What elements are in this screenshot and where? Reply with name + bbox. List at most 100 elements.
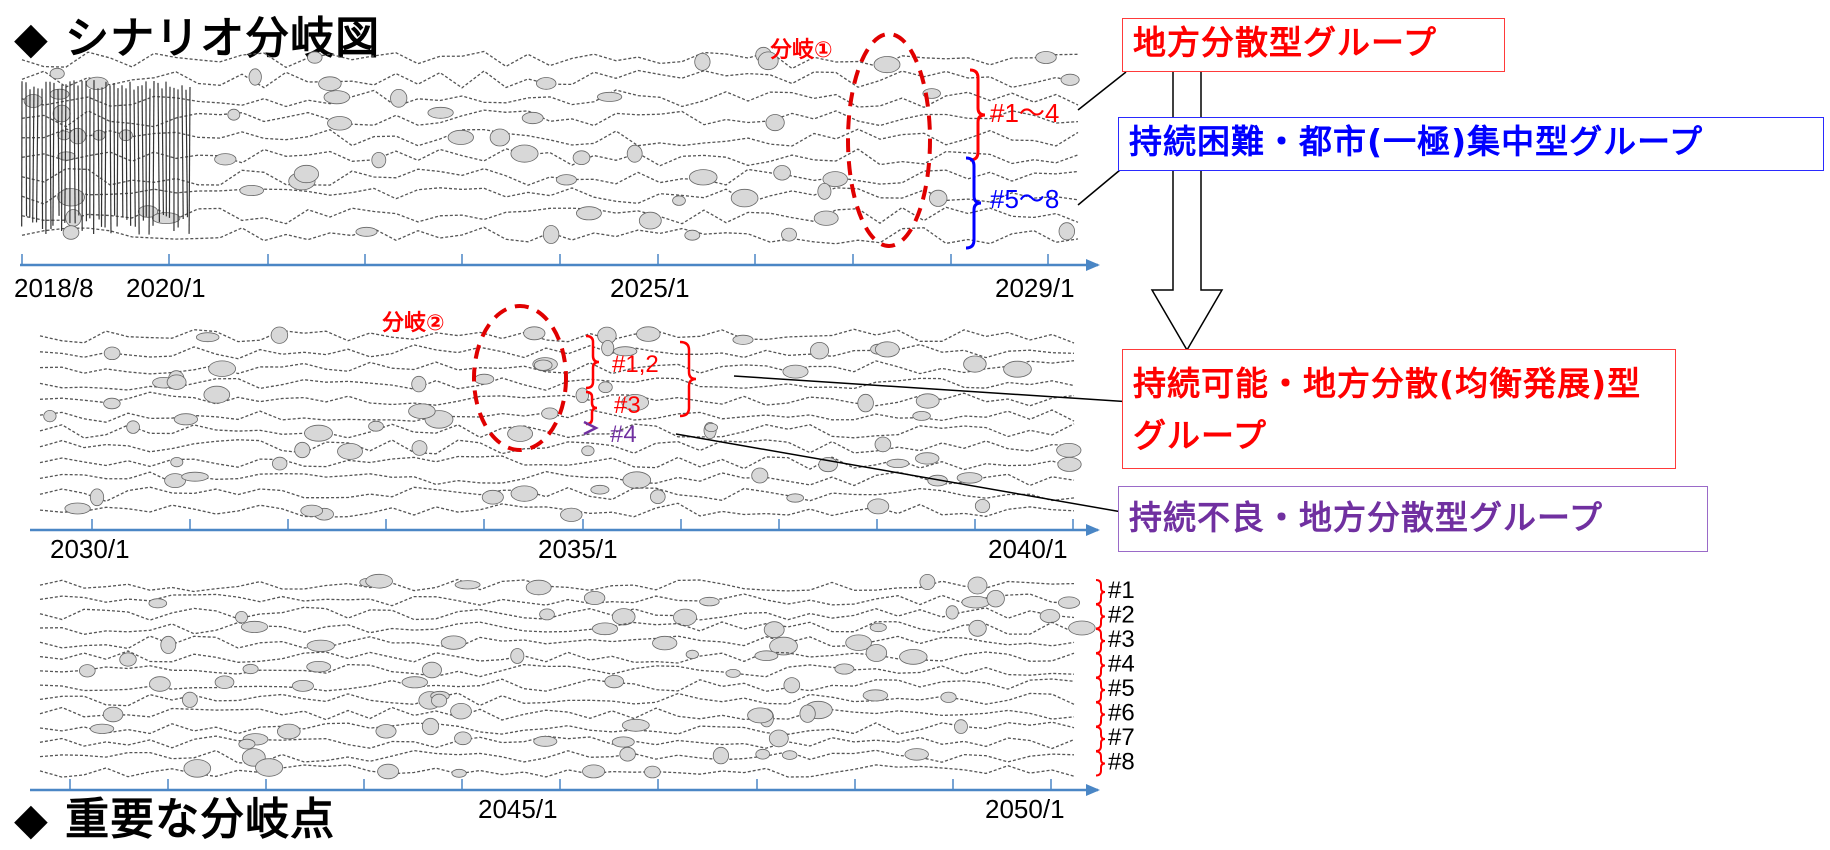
scenario-strands-period-3 (40, 574, 1095, 779)
scenario-strand (40, 440, 1074, 454)
group-sustainable-line2: グループ (1133, 410, 1665, 462)
scenario-node (58, 131, 71, 140)
scenario-strand (40, 594, 1074, 606)
scenario-node (366, 574, 393, 588)
branch-point-1-label: 分岐① (770, 38, 833, 63)
leader-urban-concentrated (1078, 170, 1120, 205)
scenario-node (964, 356, 987, 372)
group-local-dispersed: 地方分散型グループ (1122, 18, 1505, 72)
scenario-node (391, 89, 407, 107)
scenario-node (236, 611, 248, 623)
scenario-node (167, 375, 186, 390)
scenario-node (620, 747, 636, 761)
scenario-node (301, 505, 323, 516)
leader-local-dispersed (1078, 72, 1126, 110)
scenario-node (866, 645, 887, 662)
scenario-node (969, 620, 986, 636)
scenario-node (962, 596, 990, 608)
scenario-node (561, 508, 583, 521)
tick-label-2020-1: 2020/1 (126, 273, 206, 303)
scenario-node (1004, 361, 1032, 377)
scenario-node (256, 759, 283, 777)
scenario-node (875, 342, 899, 357)
scenario-node (272, 457, 287, 470)
scenario-node (241, 621, 267, 632)
scenario-node (800, 705, 815, 722)
scenario-node (650, 490, 665, 504)
scenario-node (305, 425, 333, 441)
scenario-node (543, 226, 559, 244)
scenario-strand (40, 424, 1074, 438)
scenario-strand-dense (53, 83, 54, 226)
scenario-node (412, 441, 427, 456)
final-bracket (1096, 654, 1105, 678)
scenario-node (639, 212, 661, 229)
scenario-node (726, 669, 740, 677)
scenario-node (249, 69, 261, 85)
scenario-node (174, 414, 197, 425)
scenario-strand (40, 665, 1074, 677)
timeline-axis-2 (30, 519, 1098, 530)
group-urban-concentrated: 持続困難・都市(一極)集中型グループ (1118, 117, 1824, 171)
scenario-node (376, 725, 396, 739)
scenario-strand-dense (110, 86, 111, 234)
scenario-node (294, 165, 318, 182)
scenario-node (93, 130, 105, 140)
scenario-node (599, 382, 613, 393)
final-bracket (1096, 703, 1105, 727)
label-4: #4 (610, 421, 637, 448)
scenario-node (239, 739, 255, 749)
scenario-node (782, 228, 797, 241)
scenario-node (941, 692, 956, 702)
bracket-1-4 (970, 70, 985, 160)
scenario-node (870, 623, 886, 632)
scenario-node (104, 347, 120, 360)
scenario-node (929, 190, 947, 206)
scenario-node (756, 749, 770, 759)
scenario-node (913, 411, 931, 420)
scenario-node (540, 609, 555, 620)
scenario-node (713, 747, 728, 764)
scenario-node (582, 446, 594, 456)
scenario-node (127, 421, 140, 434)
scenario-strand-dense (189, 87, 190, 234)
scenario-strand-dense (162, 88, 163, 215)
scenario-node (338, 443, 363, 459)
tick-label-2029-1: 2029/1 (995, 273, 1075, 303)
scenario-node (428, 107, 453, 118)
scenario-node (58, 152, 75, 160)
scenario-strand-dense (26, 82, 27, 216)
scenario-node (277, 724, 300, 739)
scenario-node (900, 650, 928, 665)
scenario-strand-dense (142, 85, 143, 220)
scenario-strand (40, 345, 1074, 359)
scenario-node (623, 472, 651, 489)
scenario-strand (40, 622, 1074, 635)
scenario-strand-dense (117, 88, 118, 226)
scenario-node (916, 394, 939, 408)
timeline-axis-1 (20, 254, 1098, 265)
final-bracket (1096, 727, 1105, 751)
tick-label-2030-1: 2030/1 (50, 534, 130, 564)
tick-label-2040-1: 2040/1 (988, 534, 1068, 564)
scenario-strand (40, 503, 1074, 517)
scenario-node (86, 77, 108, 89)
scenario-strand-dense (98, 88, 99, 219)
scenario-node (782, 751, 797, 760)
timeline-axis-3 (30, 779, 1098, 790)
scenario-strand (22, 169, 1078, 186)
scenario-node (104, 398, 121, 409)
scenario-node (752, 468, 768, 483)
scenario-node (975, 499, 989, 512)
scenario-node (874, 57, 900, 73)
scenario-node (490, 129, 510, 146)
scenario-node (766, 115, 784, 131)
bracket-4 (584, 422, 596, 434)
scenario-strand-dense (78, 86, 79, 216)
scenario-node (455, 732, 472, 745)
scenario-node (412, 376, 426, 392)
final-scenario-label: #7 (1108, 724, 1135, 751)
scenario-node (645, 766, 661, 778)
scenario-node (63, 226, 79, 240)
final-scenario-label: #5 (1108, 675, 1135, 702)
